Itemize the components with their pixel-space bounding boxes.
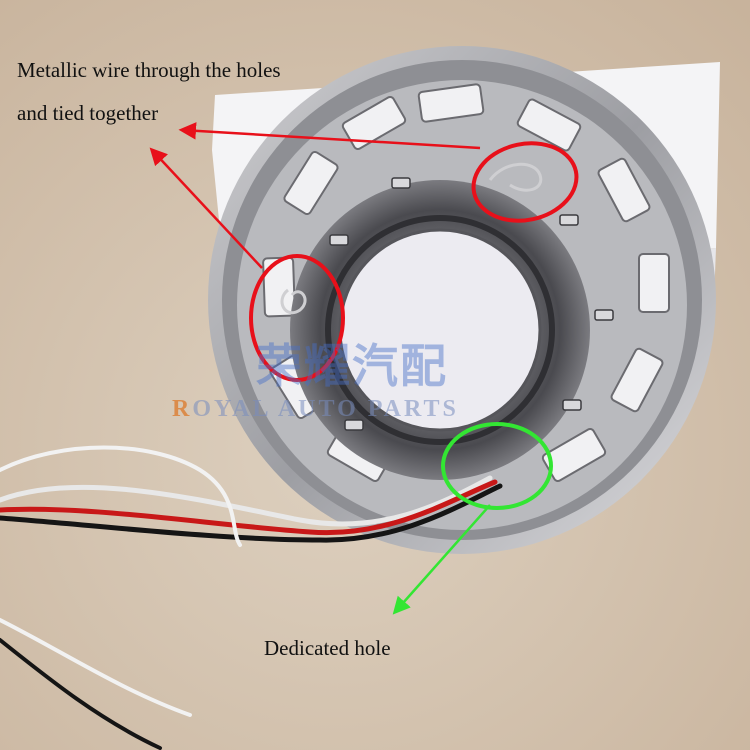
wire-label-line1: Metallic wire through the holes bbox=[17, 58, 281, 82]
center-opening bbox=[340, 230, 540, 430]
arrow-to-top-circle bbox=[178, 122, 481, 150]
arrow-to-dedicated-hole bbox=[392, 504, 491, 615]
dedicated-hole-label: Dedicated hole bbox=[264, 636, 391, 660]
metallic-wire-left bbox=[280, 288, 307, 314]
wire-circle-top bbox=[471, 141, 579, 223]
metallic-wire-top bbox=[488, 162, 543, 192]
wire-label-line2: and tied together bbox=[17, 101, 159, 125]
dedicated-hole-circle bbox=[441, 422, 553, 510]
arrow-to-left-circle bbox=[149, 147, 263, 269]
cable-bundle bbox=[0, 445, 503, 750]
wire-circle-left bbox=[249, 254, 345, 382]
ring-clips bbox=[329, 177, 614, 431]
